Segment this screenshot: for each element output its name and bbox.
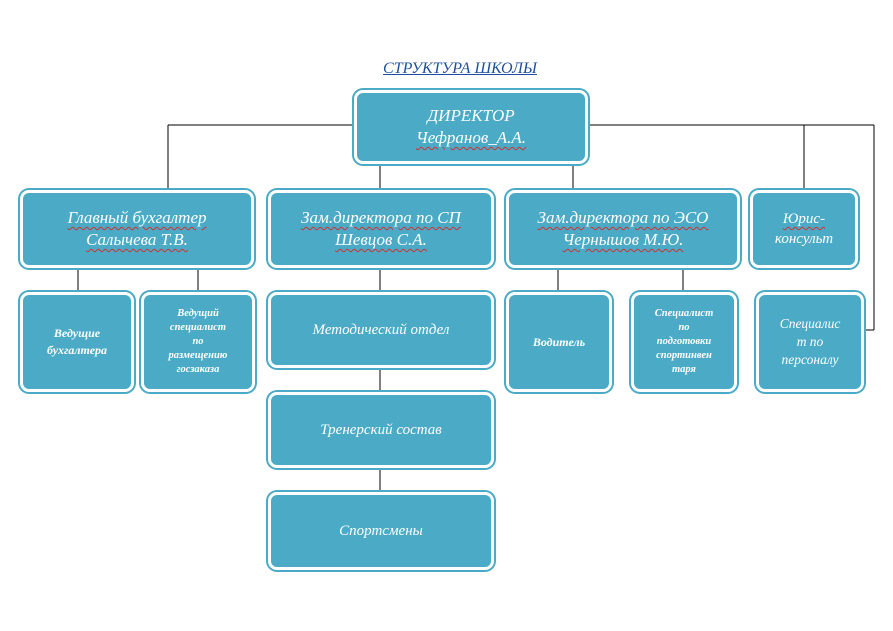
deputy-eso-box: Зам.директора по ЭСО Чернышов М.Ю.	[506, 190, 740, 268]
hr-specialist-line-3: персоналу	[781, 352, 839, 367]
hr-specialist-box: Специалис т по персоналу	[756, 292, 864, 392]
deputy-sp-name: Шевцов С.А.	[335, 230, 427, 249]
method-dept-label: Методический отдел	[312, 322, 450, 338]
coaches-box: Тренерский состав	[268, 392, 494, 468]
legal-counsel-box: Юрис- консульт	[750, 190, 858, 268]
inventory-specialist-line-3: подготовки	[656, 336, 712, 347]
lead-specialist-line-3: по	[192, 336, 204, 347]
inventory-specialist-line-1: Специалист	[654, 308, 714, 319]
deputy-sp-role: Зам.директора по СП	[301, 208, 461, 227]
legal-counsel-line-1: Юрис-	[782, 211, 826, 227]
accountants-box: Ведущие бухгалтера	[20, 292, 134, 392]
page-title: СТРУКТУРА ШКОЛЫ	[383, 60, 537, 77]
method-dept-box: Методический отдел	[268, 292, 494, 368]
inventory-specialist-line-5: таря	[672, 364, 696, 375]
chief-accountant-name: Салычева Т.В.	[86, 230, 188, 249]
director-role: ДИРЕКТОР	[427, 106, 515, 125]
legal-counsel-line-2: консульт	[774, 231, 834, 247]
lead-specialist-line-4: размещению	[168, 350, 228, 361]
hr-specialist-line-1: Специалис	[779, 316, 841, 331]
lead-specialist-line-5: госзаказа	[176, 364, 220, 375]
deputy-eso-name: Чернышов М.Ю.	[562, 230, 684, 249]
coaches-label: Тренерский состав	[320, 422, 442, 438]
deputy-eso-role: Зам.директора по ЭСО	[537, 208, 709, 227]
inventory-specialist-line-4: спортинвен	[656, 350, 712, 361]
accountants-label: Ведущие бухгалтера	[46, 326, 108, 357]
athletes-box: Спортсмены	[268, 492, 494, 570]
driver-label: Водитель	[532, 334, 586, 349]
inventory-specialist-line-2: по	[678, 322, 690, 333]
director-box: ДИРЕКТОР Чефранов_А.А.	[354, 90, 588, 164]
chief-accountant-box: Главный бухгалтер Салычева Т.В.	[20, 190, 254, 268]
director-name: Чефранов_А.А.	[416, 128, 526, 147]
lead-specialist-line-1: Ведущий	[177, 308, 219, 319]
chief-accountant-role: Главный бухгалтер	[67, 208, 207, 227]
lead-specialist-line-2: специалист	[169, 322, 227, 333]
hr-specialist-line-2: т по	[796, 334, 824, 349]
deputy-sp-box: Зам.директора по СП Шевцов С.А.	[268, 190, 494, 268]
lead-specialist-box: Ведущий специалист по размещению госзака…	[141, 292, 255, 392]
inventory-specialist-box: Специалист по подготовки спортинвен таря	[631, 292, 737, 392]
driver-box: Водитель	[506, 292, 612, 392]
athletes-label: Спортсмены	[339, 523, 423, 539]
